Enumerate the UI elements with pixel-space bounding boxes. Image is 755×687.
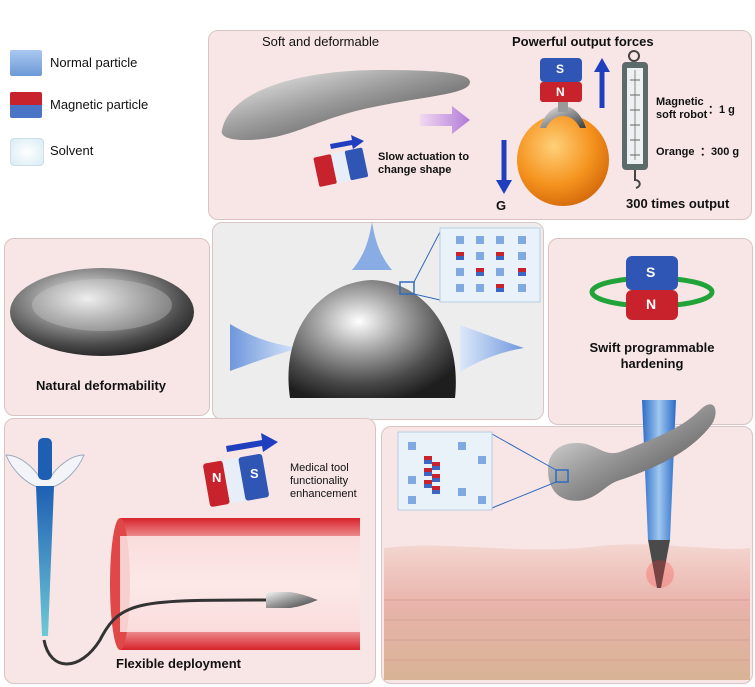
catheter-wire — [42, 598, 271, 666]
center-arrow-up-icon — [352, 222, 392, 270]
top-magnet-n — [540, 82, 582, 102]
medical-magnet-icon — [203, 453, 269, 507]
hardened-robot-shape — [548, 404, 716, 501]
output-caption: 300 times output — [626, 196, 730, 211]
center-arrow-left-icon — [230, 324, 300, 371]
medical-magnet-n-label: N — [212, 470, 222, 485]
gravity-arrow-icon — [496, 180, 512, 194]
magnetic-particle-icon — [10, 92, 42, 118]
hardening-zoom-marker — [555, 469, 569, 483]
actuation-arrow-icon — [330, 135, 364, 149]
actuation-caption: Slow actuation to change shape — [378, 151, 470, 176]
legend-label-normal: Normal particle — [50, 55, 138, 70]
medical-arrow-icon — [226, 433, 278, 452]
small-magnet-icon — [313, 147, 369, 187]
gravity-label: G — [496, 198, 507, 213]
orange-icon — [517, 114, 609, 206]
center-arrow-right-icon — [460, 325, 524, 372]
medical-magnet-s-label: S — [250, 466, 259, 481]
cell-grid — [384, 599, 750, 661]
medical-caption: Medical tool functionality enhancement — [290, 462, 357, 500]
catheter-tip-shape — [266, 592, 318, 608]
right-magnet-s-label: S — [646, 264, 656, 280]
solvent-icon — [10, 138, 44, 166]
gripper-robot-shape — [540, 106, 586, 128]
right-magnet-s — [626, 256, 678, 290]
elongated-robot-shape — [221, 70, 470, 140]
orange-value: ：300 g — [700, 146, 740, 158]
flat-puddle-shape — [10, 268, 194, 356]
legend-label-solvent: Solvent — [50, 143, 94, 158]
soft-deformable-title: Soft and deformable — [262, 34, 380, 49]
normal-particle-icon — [10, 50, 42, 76]
right-magnet-n-label: N — [646, 296, 657, 312]
deployment-caption: Flexible deployment — [116, 656, 241, 671]
purple-arrow-icon — [420, 106, 470, 134]
top-magnet-s — [540, 58, 582, 82]
up-arrow-icon — [594, 58, 610, 72]
injection-needle — [642, 400, 676, 540]
legend-label-magnetic: Magnetic particle — [50, 97, 149, 112]
robot-mass-value: ：1 g — [708, 104, 735, 116]
catheter-wings — [5, 454, 85, 489]
droplet-zoom-marker — [399, 281, 415, 295]
catheter-body — [36, 486, 54, 636]
particle-grid — [456, 236, 526, 292]
spring-scale-icon — [622, 50, 648, 189]
top-magnet-n-label: N — [556, 85, 565, 99]
orange-label: Orange — [656, 146, 695, 158]
top-magnet-s-label: S — [556, 62, 565, 76]
hardening-caption: Swift programmable hardening — [589, 340, 715, 371]
hardening-particle-grid — [408, 442, 486, 504]
natural-deformability-caption: Natural deformability — [36, 378, 167, 393]
right-magnet-n — [626, 290, 678, 320]
metal-droplet-shape — [288, 280, 456, 398]
robot-mass-label: Magnetic soft robot — [656, 96, 708, 121]
output-forces-title: Powerful output forces — [512, 34, 654, 49]
